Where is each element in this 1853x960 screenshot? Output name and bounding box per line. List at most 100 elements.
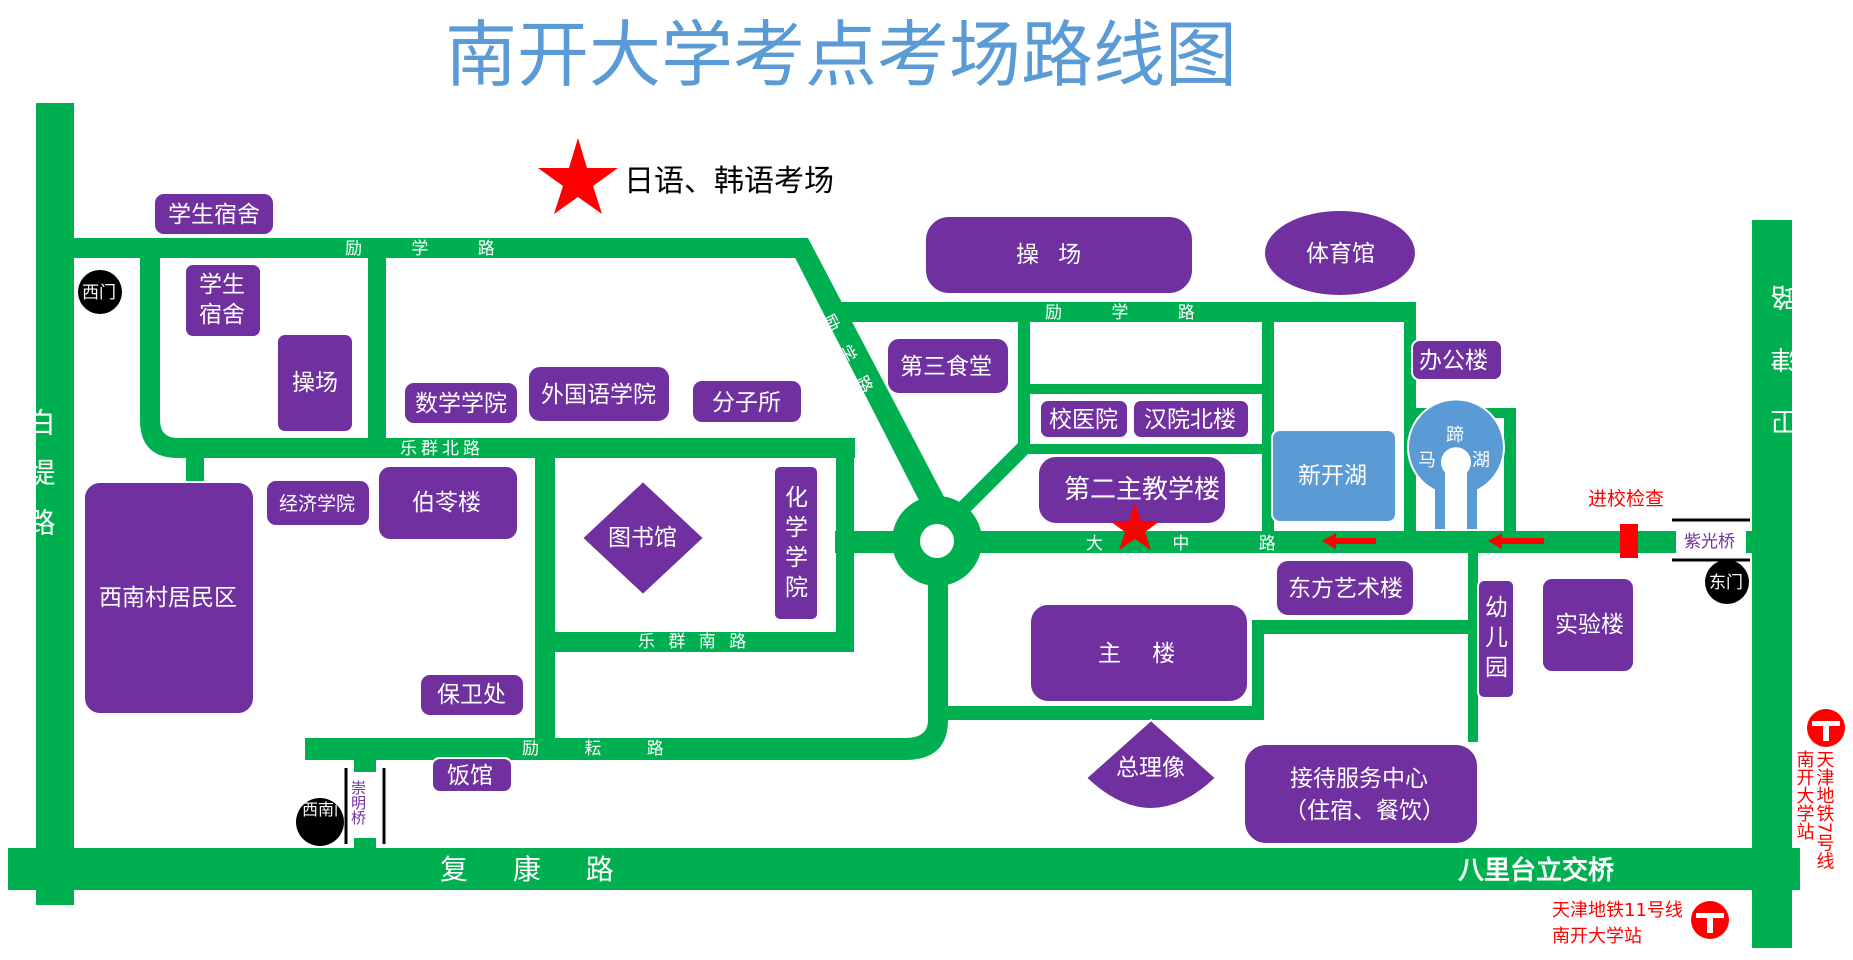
bld-dorm-small[interactable] <box>184 263 262 338</box>
bld-dorm-small-label-2: 宿舍 <box>199 302 245 328</box>
lake-xinkai[interactable] <box>1271 429 1397 523</box>
bld-playground-label: 操 场 <box>1016 242 1087 268</box>
label-lixue-top: 励 学 路 <box>345 239 517 259</box>
bld-boling[interactable] <box>377 465 519 541</box>
bld-molecular-label: 分子所 <box>712 390 781 416</box>
metro-line11-station: 南开大学站 <box>1552 926 1642 947</box>
road-to-kinder <box>1252 620 1484 634</box>
bld-statue[interactable] <box>1084 718 1218 810</box>
road-network <box>8 103 1800 948</box>
label-baidi: 白堤路 <box>24 408 57 558</box>
label-balitai: 八里台立交桥 <box>1458 855 1615 886</box>
road-grid-v1 <box>1018 302 1030 454</box>
gate-southwest-label: 西南门 <box>302 800 350 819</box>
bld-field-small[interactable] <box>276 333 354 433</box>
road-baidi <box>36 103 74 905</box>
bld-statue-label: 总理像 <box>1116 755 1185 781</box>
arrow-left-1 <box>1322 533 1376 549</box>
road-inner-v-left <box>535 450 555 740</box>
bld-lab-label: 实验楼 <box>1555 612 1624 638</box>
bld-chem-label-1: 化 <box>785 485 808 511</box>
label-lequn-south: 乐 群 南 路 <box>638 632 750 652</box>
gate-southwest[interactable] <box>296 798 344 846</box>
bld-chem-label-3: 学 <box>785 545 808 571</box>
road-liyun <box>305 575 948 760</box>
metro-line11-label: 天津地铁11号线 <box>1552 900 1683 921</box>
label-lixue-right: 励 学 路 <box>1045 303 1217 323</box>
bld-main-label: 主 楼 <box>1098 641 1187 667</box>
road-main-east <box>1252 630 1264 720</box>
bld-office[interactable] <box>1411 339 1503 381</box>
gate-east-label: 东门 <box>1709 573 1743 593</box>
bld-hanyuan-label: 汉院北楼 <box>1144 407 1236 433</box>
lake-horseshoe-label-3: 湖 <box>1472 450 1490 471</box>
bld-reception[interactable] <box>1243 743 1479 845</box>
bld-gym[interactable] <box>1263 209 1417 297</box>
bld-reception-label-1: 接待服务中心 <box>1290 766 1428 792</box>
bld-canteen-food-label: 饭馆 <box>447 763 493 789</box>
bld-kinder-label-1: 幼 <box>1485 595 1508 621</box>
checkpoint-label: 进校检查 <box>1588 488 1664 510</box>
bld-foreign[interactable] <box>527 365 671 423</box>
bld-second-teaching-label: 第二主教学楼 <box>1064 475 1220 505</box>
bld-security-label: 保卫处 <box>437 682 506 708</box>
road-inner-v-right <box>836 440 854 652</box>
gate-east[interactable] <box>1705 560 1749 604</box>
arrow-left-2 <box>1488 533 1544 549</box>
lake-horseshoe-label-2: 蹄 <box>1446 425 1464 446</box>
bld-dongfang-label: 东方艺术楼 <box>1288 576 1403 602</box>
bld-third-canteen[interactable] <box>886 337 1010 395</box>
bld-kinder-label-2: 儿 <box>1485 625 1508 651</box>
bld-chem-label-4: 院 <box>785 575 808 601</box>
bld-dongfang[interactable] <box>1275 559 1415 617</box>
bld-library-label: 图书馆 <box>608 525 677 551</box>
road-kinder-v <box>1468 552 1478 742</box>
road-grid-h2 <box>1018 444 1268 454</box>
bld-hanyuan[interactable] <box>1132 399 1250 439</box>
road-weijin <box>1752 220 1792 948</box>
bld-chemistry[interactable] <box>773 465 819 621</box>
metro-line7-label: 天津地铁7号线 <box>1814 750 1835 869</box>
bld-reception-label-2: （住宿、餐饮） <box>1284 798 1445 824</box>
metro-line7-station: 南开大学站 <box>1794 750 1815 840</box>
bld-main[interactable] <box>1029 603 1249 703</box>
label-fukang: 复 康 路 <box>440 853 632 886</box>
bld-math-label: 数学学院 <box>415 391 507 417</box>
bld-dorm-top[interactable] <box>153 192 275 236</box>
road-lixue-diag <box>785 238 952 522</box>
bld-library[interactable] <box>580 479 706 597</box>
bld-foreign-label: 外国语学院 <box>541 382 656 408</box>
bld-playground[interactable] <box>924 215 1194 295</box>
roundabout-center <box>920 524 954 558</box>
road-connector-1 <box>368 248 386 440</box>
lake-xinkai-label: 新开湖 <box>1298 463 1367 489</box>
label-weijin: 卫津路 <box>1771 249 1801 435</box>
gate-west[interactable] <box>78 270 122 314</box>
bld-hospital[interactable] <box>1039 399 1129 439</box>
bridge-chongming-label: 崇明桥 <box>349 780 367 825</box>
bld-kindergarten[interactable] <box>1477 579 1515 699</box>
lake-horseshoe-label-1: 马 <box>1418 450 1436 471</box>
checkpoint-marker <box>1620 524 1638 558</box>
lake-horseshoe[interactable] <box>1407 398 1505 531</box>
road-grid-v4 <box>1504 408 1516 538</box>
bridge-ziguang-deck <box>1676 528 1746 554</box>
gate-west-label: 西门 <box>82 283 116 303</box>
bld-office-label: 办公楼 <box>1419 348 1488 374</box>
bld-economics[interactable] <box>265 479 371 527</box>
bld-molecular[interactable] <box>691 379 803 424</box>
metro-line11-icon-stem <box>1707 913 1713 933</box>
road-connector-2 <box>186 458 204 486</box>
bld-dorm-small-label-1: 学生 <box>199 272 245 298</box>
bld-security[interactable] <box>419 673 525 717</box>
bld-lab[interactable] <box>1541 577 1635 673</box>
bld-xinan[interactable] <box>83 481 255 715</box>
bridge-chongming: 崇明桥 <box>344 768 386 844</box>
bld-dorm-top-label: 学生宿舍 <box>168 202 260 228</box>
road-main-south <box>948 706 1260 720</box>
bld-math[interactable] <box>403 381 519 425</box>
road-lequn-south <box>545 632 853 652</box>
bld-canteen-food[interactable] <box>431 757 513 793</box>
